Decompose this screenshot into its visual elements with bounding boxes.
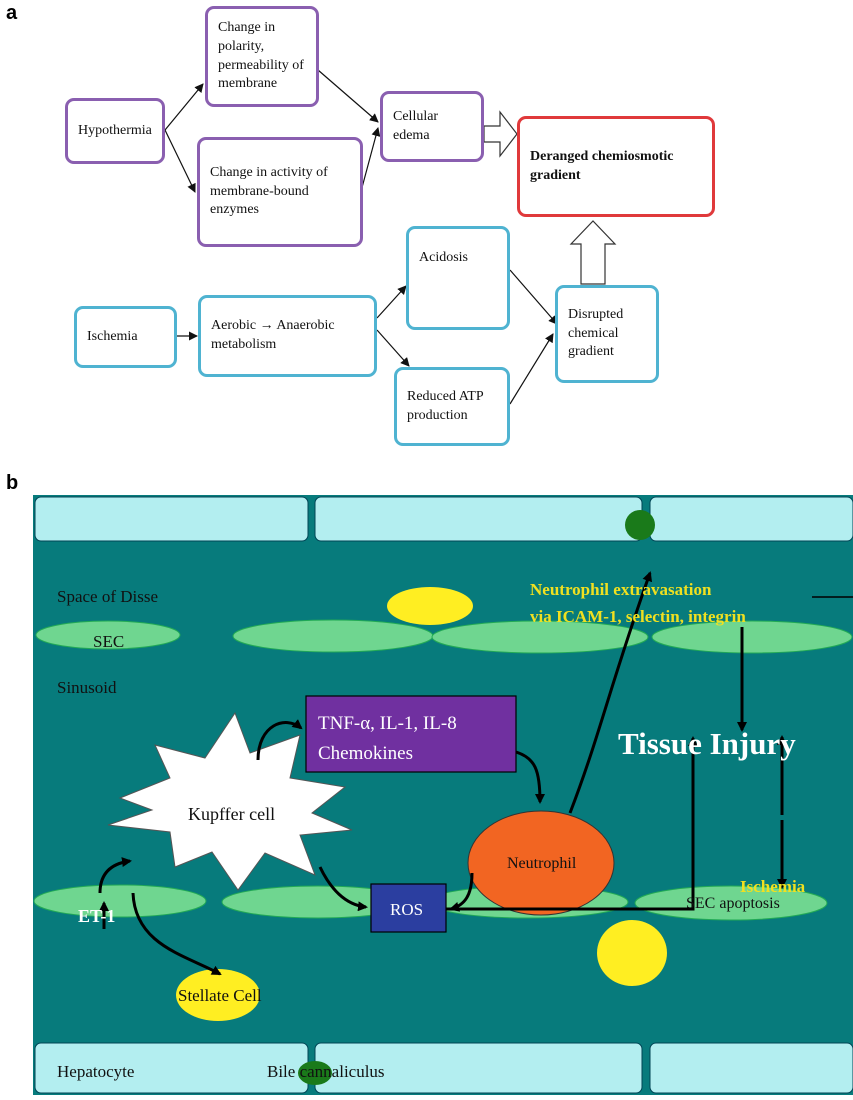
label-cytokines-1: TNF-α, IL-1, IL-8 [318, 713, 457, 734]
neutrophil-shape [467, 810, 615, 916]
arrow-acidosis-disrupted [509, 269, 558, 325]
label-ischemia: Ischemia [740, 877, 806, 896]
node-aerobic: Aerobic → Anaerobic metabolism [198, 295, 377, 377]
node-atp: Reduced ATP production [394, 367, 510, 446]
label-hepatocyte: Hepatocyte [57, 1062, 134, 1081]
node-disrupted: Disrupted chemical gradient [555, 285, 659, 383]
node-polarity: Change in polarity, permeability of memb… [205, 6, 319, 107]
sec-top-2 [232, 619, 434, 653]
node-hypothermia: Hypothermia [65, 98, 165, 164]
label-cytokines-2: Chemokines [318, 743, 413, 764]
panel-b-letter: b [6, 472, 19, 494]
label-sec-apoptosis: SEC apoptosis [686, 895, 780, 912]
panel-a-arrows [164, 69, 617, 405]
sec-bottom-1 [33, 884, 207, 918]
arrow-enzymes-edema [359, 127, 381, 196]
bile-canaliculus-top [625, 510, 655, 540]
panel-a-letter: a [6, 2, 18, 24]
arrow-et1-kupffer [98, 857, 132, 894]
node-ischemia: Ischemia [74, 306, 177, 368]
arrow-kupffer-cytokine [256, 719, 303, 761]
hollow-arrow-edema-deranged [483, 110, 518, 158]
label-tissue-injury: Tissue Injury [618, 726, 796, 761]
label-extravasation-1: Neutrophil extravasation [530, 580, 712, 599]
hepatocyte-bottom-right [649, 1042, 853, 1094]
sec-bottom-4 [634, 885, 828, 921]
arrow-atp-disrupted [509, 333, 554, 405]
yellow-cell-bottom [597, 920, 667, 986]
bile-canaliculus-bottom [298, 1061, 332, 1085]
ros-box [370, 883, 447, 933]
arrow-cytokine-neutrophil [515, 750, 545, 804]
arrow-aerobic-atp [376, 329, 410, 367]
hepatocyte-top-right [649, 496, 853, 542]
hepatocyte-top-left [34, 496, 309, 542]
label-neutrophil: Neutrophil [507, 855, 577, 872]
sec-top-3 [431, 620, 649, 654]
sec-top-1 [35, 620, 181, 650]
label-sec: SEC [93, 632, 124, 651]
arrow-neutrophil-extravasation [568, 571, 653, 814]
label-sinusoid: Sinusoid [57, 678, 117, 697]
arrow-et1-stellate [131, 892, 222, 976]
arrow-hypothermia-enzymes [164, 129, 196, 193]
node-deranged: Deranged chemiosmotic gradient [517, 116, 715, 217]
label-et1: ET-1 [78, 906, 115, 926]
hepatocyte-top-mid [314, 496, 643, 542]
panel-b-diagram: Space of Disse SEC Sinusoid Neutrophil e… [33, 495, 853, 1095]
sec-top-4 [651, 620, 853, 654]
arrow-kupffer-ros [318, 866, 368, 912]
arrow-hypothermia-polarity [164, 83, 204, 131]
kupffer-cell-shape [107, 711, 353, 891]
hollow-arrow-disrupted-deranged [569, 220, 617, 285]
node-enzymes: Change in activity of membrane-bound enz… [197, 137, 363, 247]
yellow-cell-top [387, 587, 473, 625]
label-kupffer: Kupffer cell [188, 804, 275, 824]
label-bile: Bile cannaliculus [267, 1062, 385, 1081]
label-extravasation-2: via ICAM-1, selectin, integrin [530, 607, 746, 626]
label-stellate: Stellate Cell [178, 986, 262, 1005]
arrow-ros-tissue-injury [446, 736, 698, 911]
node-edema: Cellular edema [380, 91, 484, 162]
arrow-polarity-edema [317, 69, 379, 123]
label-space-of-disse: Space of Disse [57, 587, 158, 606]
cytokine-box [305, 695, 517, 773]
label-ros: ROS [390, 900, 423, 919]
arrow-aerobic-acidosis [376, 285, 407, 319]
node-acidosis: Acidosis [406, 226, 510, 330]
stellate-cell-shape [176, 969, 260, 1021]
